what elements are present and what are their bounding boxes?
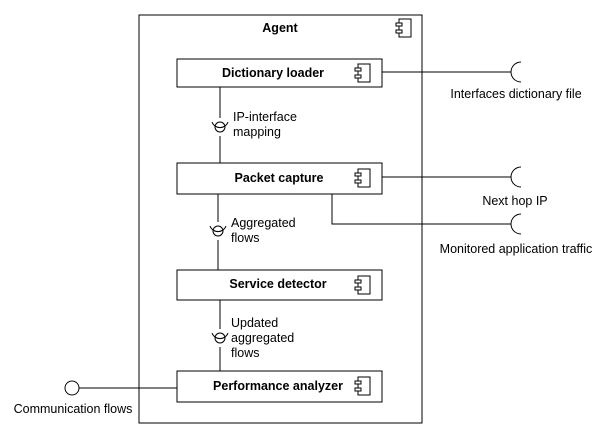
performance-analyzer-component: Performance analyzer [176,370,383,403]
aggregated-flows-interface: Aggregated flows [209,216,296,245]
updated-aggregated-flows-label-line1: Updated [231,316,278,330]
next-hop-ip-port: Next hop IP [382,166,548,208]
communication-flows-port: Communication flows [14,380,177,416]
updated-aggregated-flows-label-line3: flows [231,346,259,360]
ip-interface-mapping-interface: IP-interface mapping [211,110,297,139]
service-detector-label: Service detector [229,277,326,291]
monitored-application-traffic-port: Monitored application traffic [331,194,593,256]
dictionary-loader-label: Dictionary loader [222,66,324,80]
ip-interface-mapping-label-line2: mapping [233,125,281,139]
dictionary-loader-component: Dictionary loader [176,58,383,88]
aggregated-flows-label-line2: flows [231,231,259,245]
agent-title: Agent [262,21,298,35]
updated-aggregated-flows-interface: Updated aggregated flows [211,316,294,360]
monitored-application-traffic-label: Monitored application traffic [440,242,593,256]
ip-interface-mapping-label-line1: IP-interface [233,110,297,124]
performance-analyzer-label: Performance analyzer [213,379,343,393]
updated-aggregated-flows-label-line2: aggregated [231,331,294,345]
internal-connectors [217,87,221,371]
next-hop-ip-label: Next hop IP [482,194,547,208]
packet-capture-component: Packet capture [176,162,383,195]
communication-flows-label: Communication flows [14,402,133,416]
interfaces-dictionary-file-port: Interfaces dictionary file [382,61,582,101]
service-detector-component: Service detector [176,269,383,301]
packet-capture-label: Packet capture [235,171,324,185]
aggregated-flows-label-line1: Aggregated [231,216,296,230]
interfaces-dictionary-file-label: Interfaces dictionary file [450,87,581,101]
